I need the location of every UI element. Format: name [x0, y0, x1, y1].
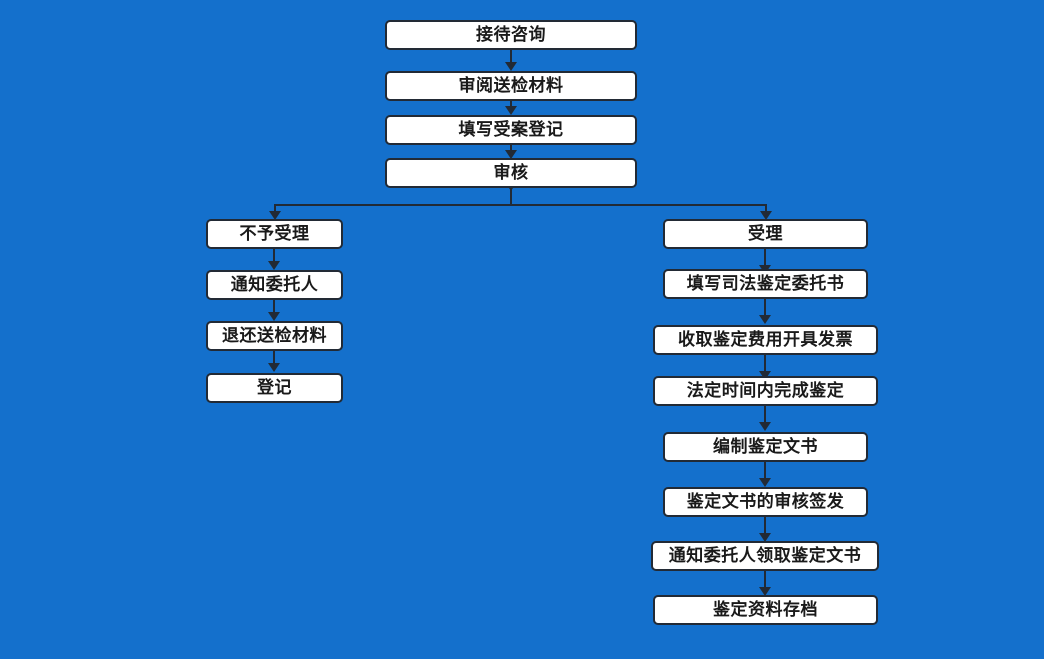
node-review-and-sign-document: 鉴定文书的审核签发 [663, 487, 868, 517]
node-not-accepted: 不予受理 [206, 219, 343, 249]
connector-r2-r3 [764, 299, 766, 319]
connector-r4-r5 [764, 406, 766, 426]
node-review-materials: 审阅送检材料 [385, 71, 637, 101]
arrowhead-r3-r4 [759, 371, 771, 380]
arrowhead-r2-r3 [759, 315, 771, 324]
connector-audit-to-split [510, 188, 512, 205]
node-register: 登记 [206, 373, 343, 403]
connector-n1-n2 [510, 50, 512, 63]
connector-l2-l3 [273, 300, 275, 316]
connector-l1-l2 [273, 249, 275, 265]
arrowhead-r6-r7 [759, 533, 771, 542]
node-notify-client-collect-document: 通知委托人领取鉴定文书 [651, 541, 879, 571]
node-complete-within-legal-time: 法定时间内完成鉴定 [653, 376, 878, 406]
arrowhead-split-right [760, 211, 772, 220]
arrowhead-r4-r5 [759, 422, 771, 431]
connector-r7-r8 [764, 571, 766, 591]
arrowhead-n3-n4 [505, 150, 517, 159]
connector-split-to-right [765, 204, 767, 216]
connector-n3-n4 [510, 145, 512, 153]
node-prepare-appraisal-document: 编制鉴定文书 [663, 432, 868, 462]
connector-r3-r4 [764, 355, 766, 375]
node-return-materials: 退还送检材料 [206, 321, 343, 351]
connector-r1-r2 [764, 249, 766, 269]
node-fill-case-registration: 填写受案登记 [385, 115, 637, 145]
connector-r5-r6 [764, 462, 766, 482]
node-reception-consultation: 接待咨询 [385, 20, 637, 50]
node-notify-client: 通知委托人 [206, 270, 343, 300]
node-accepted: 受理 [663, 219, 868, 249]
node-collect-fee-issue-invoice: 收取鉴定费用开具发票 [653, 325, 878, 355]
connector-split-to-left [274, 204, 276, 216]
arrowhead-n1-n2 [505, 62, 517, 71]
arrowhead-r5-r6 [759, 478, 771, 487]
node-fill-entrustment-letter: 填写司法鉴定委托书 [663, 269, 868, 299]
arrowhead-split-left [269, 211, 281, 220]
arrowhead-r7-r8 [759, 587, 771, 596]
connector-l3-l4 [273, 351, 275, 367]
node-archive-appraisal-materials: 鉴定资料存档 [653, 595, 878, 625]
arrowhead-n2-n3 [505, 106, 517, 115]
arrowhead-l2-l3 [268, 312, 280, 321]
arrowhead-l1-l2 [268, 261, 280, 270]
connector-r6-r7 [764, 517, 766, 537]
connector-n2-n3 [510, 101, 512, 109]
connector-split-bar [274, 204, 767, 206]
node-audit: 审核 [385, 158, 637, 188]
arrowhead-l3-l4 [268, 363, 280, 372]
